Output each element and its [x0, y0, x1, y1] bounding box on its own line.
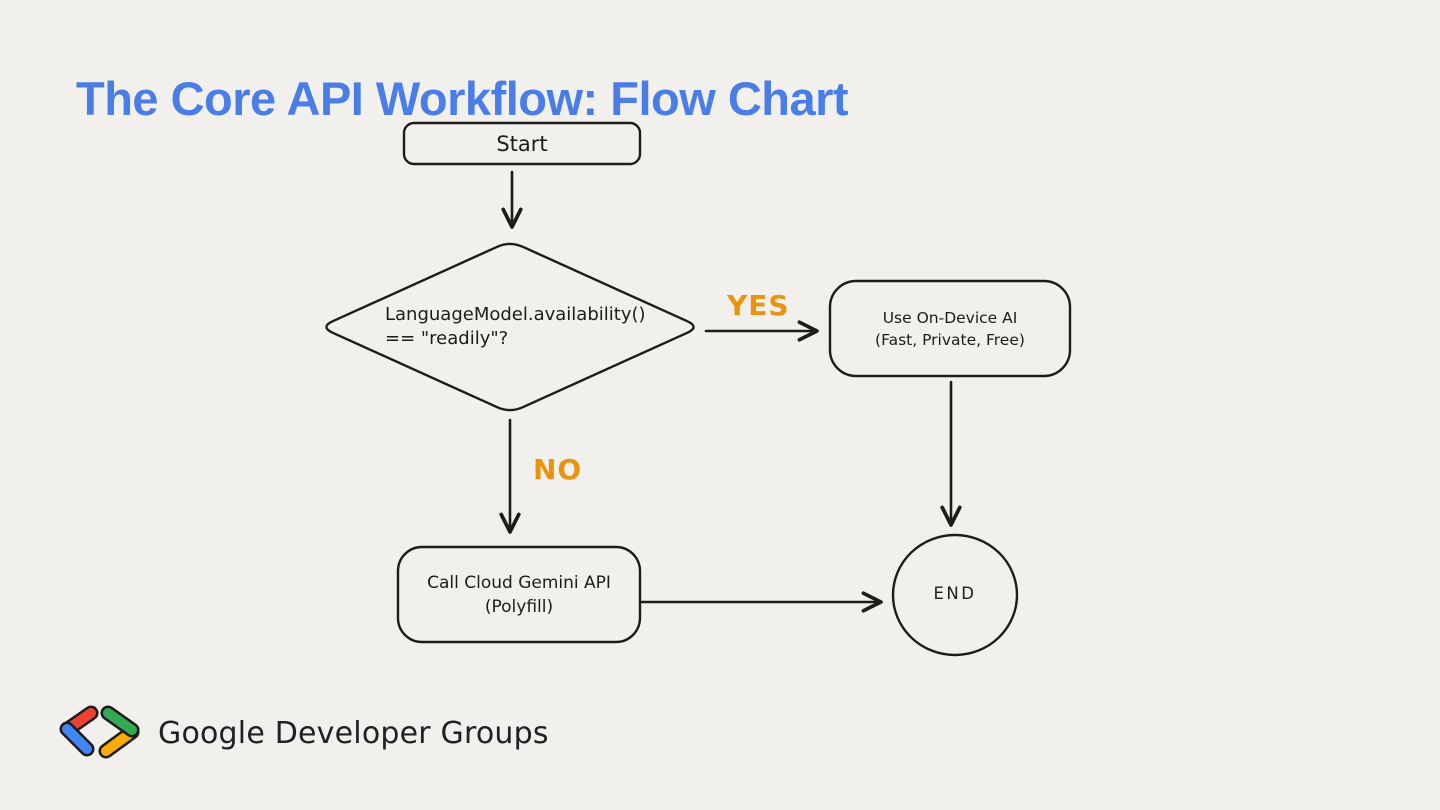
start-node-shape [402, 121, 642, 166]
yes-branch-label: YES [727, 289, 790, 322]
page-title: The Core API Workflow: Flow Chart [76, 72, 849, 126]
gdg-logo-icon [59, 705, 140, 759]
on-device-node-label: Use On-Device AI (Fast, Private, Free) [830, 281, 1070, 376]
start-node-label: Start [496, 131, 548, 156]
gdg-logo-wordmark: Google Developer Groups [158, 715, 549, 751]
on-device-label-line2: (Fast, Private, Free) [875, 330, 1025, 349]
gdg-chevron-right [98, 705, 140, 759]
gdg-chevron-left [59, 705, 99, 757]
decision-diamond-shape [325, 242, 695, 412]
no-branch-label: NO [533, 453, 583, 486]
cloud-label-line1: Call Cloud Gemini API [427, 572, 611, 593]
end-node-label: END [933, 584, 977, 603]
gdg-logo: Google Developer Groups [58, 696, 549, 770]
cloud-node-shape [396, 545, 642, 644]
decision-node-label: LanguageModel.availability() == "readily… [385, 303, 705, 350]
decision-label-line1: LanguageModel.availability() [385, 304, 646, 325]
end-node-shape [891, 533, 1019, 657]
cloud-node-label: Call Cloud Gemini API (Polyfill) [398, 547, 640, 642]
on-device-label-line1: Use On-Device AI [882, 308, 1018, 327]
cloud-label-line2: (Polyfill) [484, 596, 554, 617]
decision-label-line2: == "readily"? [385, 327, 509, 349]
on-device-node-shape [828, 279, 1072, 378]
